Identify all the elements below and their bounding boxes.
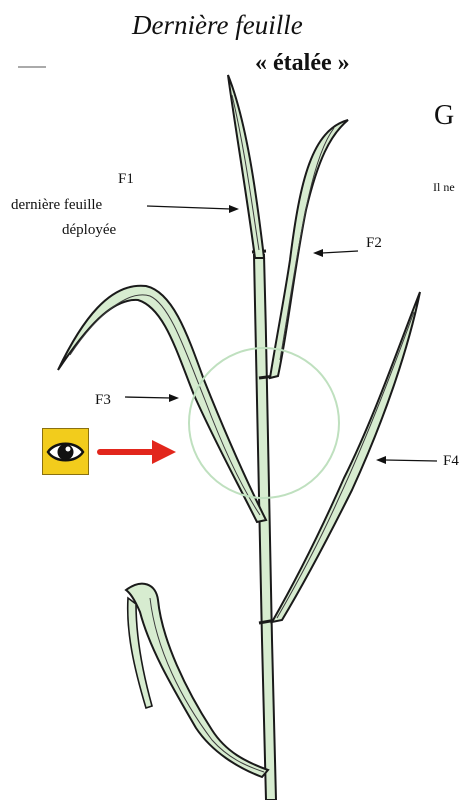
arrow-f1 xyxy=(147,205,239,213)
cut-off-heading: G xyxy=(434,100,454,132)
leaf-f3 xyxy=(58,286,266,522)
title-line1: Dernière feuille xyxy=(132,10,303,41)
eye-badge xyxy=(42,428,89,475)
arrow-f4 xyxy=(376,456,437,464)
leaf-vein xyxy=(150,598,264,772)
label-f3: F3 xyxy=(95,392,111,409)
red-arrow-icon xyxy=(100,440,176,464)
label-f1-description: dernière feuille xyxy=(11,197,102,214)
leaf-vein xyxy=(280,128,334,360)
title-line2: « étalée » xyxy=(255,50,350,77)
leaf-lower xyxy=(126,584,268,777)
leaf-vein xyxy=(277,312,414,618)
label-f1: F1 xyxy=(118,171,134,188)
label-f2: F2 xyxy=(366,235,382,252)
eye-icon xyxy=(43,429,88,474)
leaf-f2 xyxy=(270,120,348,378)
arrow-f2 xyxy=(313,249,358,257)
cut-off-body: Il ne xyxy=(433,180,455,195)
label-f1-description-2: déployée xyxy=(62,222,116,239)
arrow-f3 xyxy=(125,394,179,402)
stem xyxy=(254,255,276,800)
label-f4: F4 xyxy=(443,453,459,470)
leaf-f4 xyxy=(272,292,420,622)
